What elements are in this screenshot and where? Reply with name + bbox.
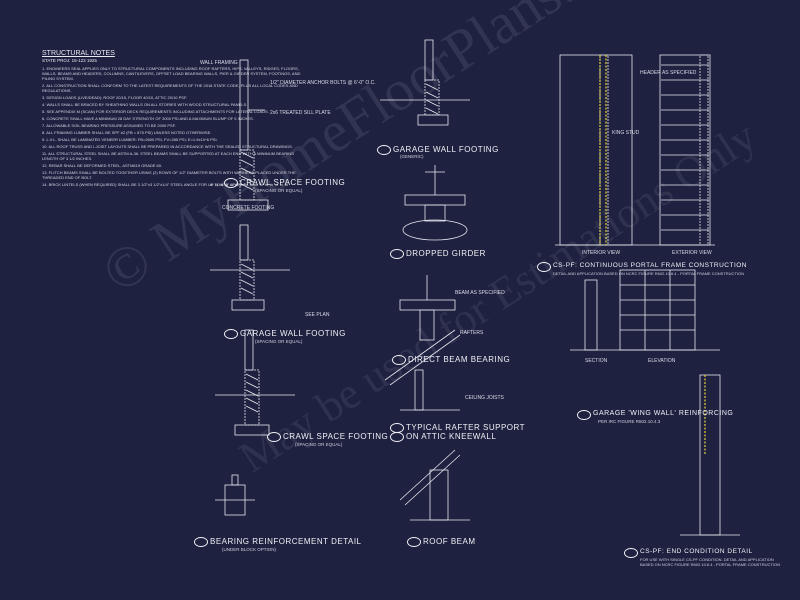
structural-note: 4. WALLS SHALL BE BRACED BY SHEATHING WA…: [42, 102, 248, 107]
structural-note: 10. ALL ROOF TRUSS AND I-JOIST LAYOUTS S…: [42, 144, 293, 149]
structural-note: 3. DESIGN LOADS (LIVE/DEAD): ROOF 20/15,…: [42, 95, 188, 100]
bearing-reinforcement-sub: (UNDER BLOCK OPTION): [222, 547, 277, 552]
crawl-space-footing-2-sub: (SPACING OR EQUAL): [295, 442, 343, 447]
structural-note: 1. ENGINEERS SEAL APPLIES ONLY TO STRUCT…: [42, 66, 301, 81]
crawl-space-footing-drawing-1: [210, 59, 290, 211]
ceiling-joists-label: CEILING JOISTS: [465, 395, 504, 401]
garage-wall-footing-2-title: GARAGE WALL FOOTING: [377, 145, 499, 155]
structural-note: 5. SEE APPENDIX M (SCAN) FOR EXTERIOR DE…: [42, 109, 269, 114]
interior-view-label: INTERIOR VIEW: [582, 250, 621, 256]
garage-wall-footing-1-sub: (SPACING OR EQUAL): [255, 339, 303, 344]
garage-wall-footing-drawing-1: [380, 39, 470, 126]
see-plan-label: SEE PLAN: [305, 312, 330, 318]
rafter-support-title-2: ON ATTIC KNEEWALL: [389, 432, 497, 442]
garage-wing-wall-sub: PER IRC FIGURE R602.10.4.3: [598, 419, 661, 424]
exterior-view-label: EXTERIOR VIEW: [672, 250, 712, 256]
structural-note: 12. REBAR SHALL BE DEFORMED STEEL, ASTM6…: [42, 163, 163, 168]
direct-beam-bearing-title: DIRECT BEAM BEARING: [391, 355, 511, 365]
roof-beam-drawing: [399, 449, 470, 521]
structural-note: 2. ALL CONSTRUCTION SHALL CONFORM TO THE…: [42, 83, 298, 93]
header-label: HEADER AS SPECIFIED: [640, 70, 697, 76]
crawl-space-footing-1-sub: (SPACING OR EQUAL): [255, 188, 303, 193]
anchor-bolts-label: 1/2" DIAMETER ANCHOR BOLTS @ 6'-0" O.C.: [270, 80, 376, 86]
structural-note: 8. ALL FRAMING LUMBER SHALL BE SPF #2 (F…: [42, 130, 212, 135]
dropped-girder-title: DROPPED GIRDER: [390, 249, 486, 259]
garage-wall-footing-drawing-2: [210, 224, 290, 311]
concrete-footing-label: CONCRETE FOOTING: [222, 205, 275, 211]
crawl-space-footing-2-title: CRAWL SPACE FOOTING: [266, 432, 389, 442]
crawl-space-footing-1-title: CRAWL SPACE FOOTING: [223, 178, 346, 188]
king-stud-label: KING STUD: [612, 130, 640, 136]
garage-wing-wall-drawing: [570, 269, 720, 351]
dropped-girder-drawing: [402, 165, 468, 241]
rafters-label: RAFTERS: [460, 330, 484, 336]
section-label: SECTION: [585, 358, 608, 364]
rafter-support-title: TYPICAL RAFTER SUPPORT: [389, 423, 526, 433]
notes-subheading: STATE PROJ: 15-123 1925: [42, 58, 97, 63]
structural-note: 7. ALLOWABLE SOIL BEARING PRESSURE ASSUM…: [42, 123, 176, 128]
beam-specified-label: BEAM AS SPECIFIED: [455, 290, 505, 296]
structural-note: 13. FLITCH BEAMS SHALL BE BOLTED TOGETHE…: [42, 170, 296, 180]
structural-note: 9. L.V.L. SHALL BE LAMINATED VENEER LUMB…: [42, 137, 218, 142]
garage-wall-footing-1-title: GARAGE WALL FOOTING: [224, 329, 346, 339]
roof-beam-title: ROOF BEAM: [407, 537, 476, 547]
notes-heading: STRUCTURAL NOTES: [42, 50, 115, 57]
structural-note: 11. ALL STRUCTURAL STEEL SHALL BE ASTM A…: [42, 151, 295, 161]
elevation-label: ELEVATION: [648, 358, 676, 364]
garage-wall-footing-2-sub: (GENERIC): [400, 154, 424, 159]
portal-frame-drawing: [555, 54, 715, 246]
end-condition-title: CS-PF: END CONDITION DETAIL: [624, 548, 753, 558]
wall-framing-label: WALL FRAMING: [200, 60, 238, 66]
sill-plate-label: 2x6 TREATED SILL PLATE: [270, 110, 331, 116]
end-condition-sub: FOR USE WITH SINGLE CS-PF CONDITION. DET…: [640, 557, 780, 567]
rafter-support-drawing: [384, 329, 461, 411]
structural-note: 14. BRICK LINTELS (WHEN REQUIRED) SHALL …: [42, 182, 242, 187]
direct-beam-bearing-drawing: [399, 275, 456, 341]
structural-note: 6. CONCRETE SHALL HAVE A MINIMUM 28 DAY …: [42, 116, 254, 121]
bearing-reinforcement-title: BEARING REINFORCEMENT DETAIL: [194, 537, 362, 547]
end-condition-drawing: [680, 374, 740, 536]
bearing-reinforcement-drawing: [215, 474, 255, 516]
portal-frame-sub: DETAIL AND APPLICATION BASED ON NCRC FIG…: [553, 271, 745, 276]
garage-wing-wall-title: GARAGE 'WING WALL' REINFORCING: [576, 410, 734, 420]
structural-notes: 1. ENGINEERS SEAL APPLIES ONLY TO STRUCT…: [42, 66, 302, 189]
crawl-space-footing-drawing-2: [215, 329, 295, 436]
portal-frame-title: CS-PF: CONTINUOUS PORTAL FRAME CONSTRUCT…: [537, 262, 747, 272]
